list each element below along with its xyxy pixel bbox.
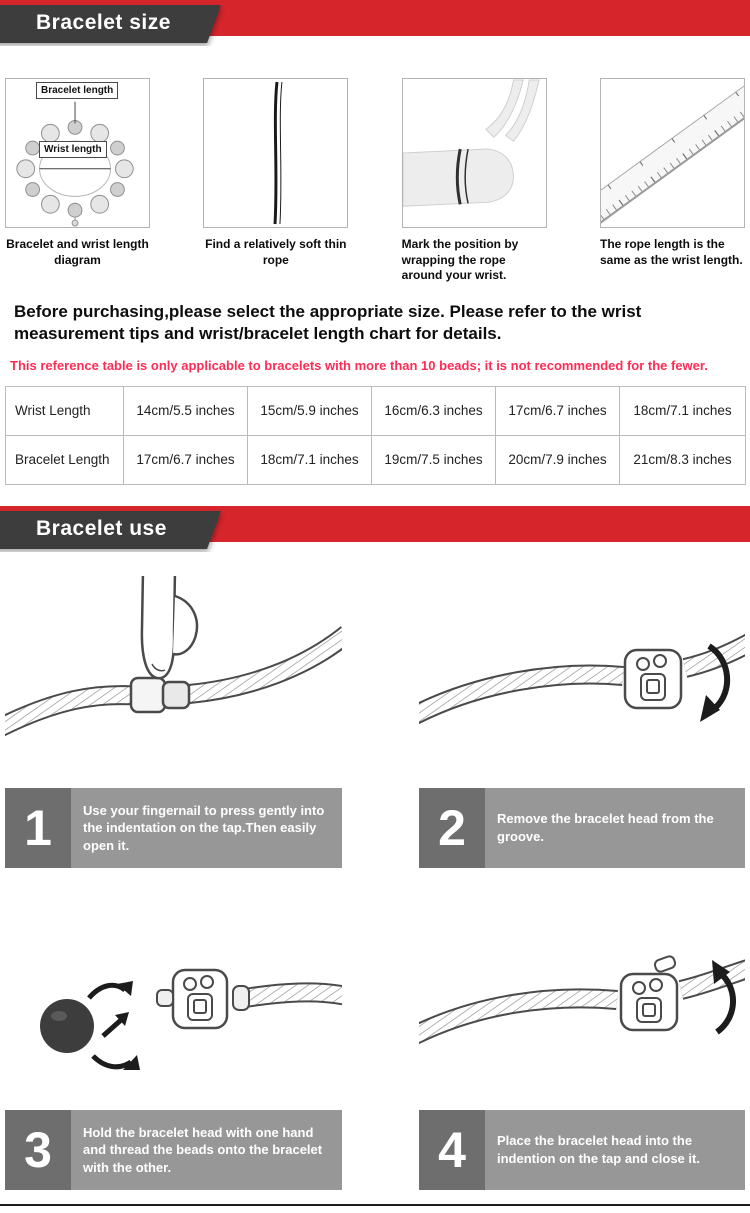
use-step-1-figure — [5, 575, 342, 788]
table-cell: 18cm/7.1 inches — [619, 385, 746, 436]
rope-illustration — [273, 81, 283, 225]
bracelet-head — [623, 648, 683, 710]
step-text: Use your fingernail to press gently into… — [83, 802, 325, 853]
clasp — [129, 676, 191, 714]
rotate-down-arrow-icon — [700, 643, 730, 722]
rotate-up-arrow-icon — [712, 959, 736, 1035]
use-step-2: 2 Remove the bracelet head from the groo… — [419, 575, 745, 868]
measure-step-2: Find a relatively soft thin rope — [203, 78, 349, 284]
remove-head-illustration — [419, 633, 745, 725]
section-title-use: Bracelet use — [36, 516, 167, 540]
table-cell: 16cm/6.3 inches — [371, 385, 496, 436]
use-step-4-figure — [419, 897, 745, 1110]
use-step-3-figure — [5, 897, 342, 1110]
use-step-2-figure — [419, 575, 745, 788]
step-number: 2 — [419, 787, 485, 868]
use-steps-row-2: 3 Hold the bracelet head with one hand a… — [0, 897, 750, 1190]
table-cell: 19cm/7.5 inches — [371, 434, 496, 485]
table-cell: 17cm/6.7 inches — [495, 385, 620, 436]
finger — [140, 575, 199, 680]
table-cell: 14cm/5.5 inches — [123, 385, 248, 436]
step-text: Hold the bracelet head with one hand and… — [83, 1124, 323, 1175]
rope-around-wrist — [455, 148, 469, 205]
wrist-length-label: Wrist length — [39, 141, 107, 158]
measure-step-4: The rope length is the same as the wrist… — [599, 78, 745, 284]
bracelet-diagram-figure: Bracelet length Wrist length — [5, 78, 150, 228]
use-steps-row-1: 1 Use your fingernail to press gently in… — [0, 575, 750, 868]
table-cell: 21cm/8.3 inches — [619, 434, 746, 485]
bottom-divider — [0, 1203, 750, 1206]
rope-end-cap — [232, 984, 250, 1011]
thread-beads-illustration — [40, 968, 342, 1070]
section-title-size: Bracelet size — [36, 11, 171, 34]
bracelet-head — [619, 955, 679, 1032]
measure-step-1: Bracelet length Wrist length Bracelet an… — [5, 78, 150, 284]
use-step-3: 3 Hold the bracelet head with one hand a… — [5, 897, 342, 1190]
measure-step-4-caption: The rope length is the same as the wrist… — [599, 237, 743, 267]
size-warning-text: This reference table is only applicable … — [10, 357, 708, 373]
measure-lines — [39, 101, 111, 170]
rope-left — [419, 664, 624, 725]
size-reference-table: Wrist Length 14cm/5.5 inches 15cm/5.9 in… — [5, 385, 746, 485]
measure-step-3: Mark the position by wrapping the rope a… — [401, 78, 547, 284]
rope-left — [5, 685, 142, 737]
row-header: Wrist Length — [5, 385, 124, 436]
ruler-illustration — [600, 79, 744, 227]
table-cell: 17cm/6.7 inches — [123, 434, 248, 485]
rope-right — [682, 633, 745, 678]
wrist-wrap-illustration — [402, 79, 540, 207]
press-tab-illustration — [5, 575, 342, 737]
ruler-figure — [599, 78, 745, 228]
use-step-3-caption: 3 Hold the bracelet head with one hand a… — [5, 1109, 342, 1190]
bracelet-head — [156, 968, 229, 1030]
measure-step-3-caption: Mark the position by wrapping the rope a… — [401, 237, 519, 283]
measure-step-2-caption: Find a relatively soft thin rope — [205, 237, 347, 267]
step-number: 3 — [5, 1109, 71, 1190]
bracelet-size-header: Bracelet size — [0, 0, 750, 46]
step-number: 4 — [419, 1109, 485, 1190]
size-intro-text: Before purchasing,please select the appr… — [14, 301, 642, 343]
close-head-illustration — [419, 955, 745, 1045]
table-cell: 18cm/7.1 inches — [247, 434, 372, 485]
rope-left — [419, 988, 618, 1045]
thin-rope — [273, 81, 283, 225]
table-cell: 20cm/7.9 inches — [495, 434, 620, 485]
wrist-length-row: Wrist Length 14cm/5.5 inches 15cm/5.9 in… — [5, 385, 746, 436]
twist-arrows-icon — [87, 980, 140, 1070]
rope-figure — [203, 78, 349, 228]
measure-step-1-caption: Bracelet and wrist length diagram — [6, 237, 149, 267]
step-text: Remove the bracelet head from the groove… — [497, 811, 714, 844]
rope-right — [243, 982, 342, 1008]
bracelet-diagram-illustration — [16, 101, 134, 227]
use-step-2-caption: 2 Remove the bracelet head from the groo… — [419, 787, 745, 868]
ruler — [600, 79, 744, 227]
upper-hand — [484, 79, 540, 142]
bead-ring — [16, 119, 134, 227]
bracelet-length-row: Bracelet Length 17cm/6.7 inches 18cm/7.1… — [5, 434, 746, 485]
row-header: Bracelet Length — [5, 434, 124, 485]
table-cell: 15cm/5.9 inches — [247, 385, 372, 436]
use-step-1-caption: 1 Use your fingernail to press gently in… — [5, 787, 342, 868]
step-number: 1 — [5, 787, 71, 868]
bracelet-length-label: Bracelet length — [36, 82, 119, 99]
step-text: Place the bracelet head into the indenti… — [497, 1133, 700, 1166]
use-step-1: 1 Use your fingernail to press gently in… — [5, 575, 342, 868]
bead — [40, 998, 94, 1053]
bracelet-use-header: Bracelet use — [0, 505, 750, 552]
wrist-wrap-figure — [401, 78, 547, 228]
rope-right — [188, 626, 342, 704]
use-step-4: 4 Place the bracelet head into the inden… — [419, 897, 745, 1190]
use-step-4-caption: 4 Place the bracelet head into the inden… — [419, 1109, 745, 1190]
measuring-steps-row: Bracelet length Wrist length Bracelet an… — [0, 78, 750, 284]
